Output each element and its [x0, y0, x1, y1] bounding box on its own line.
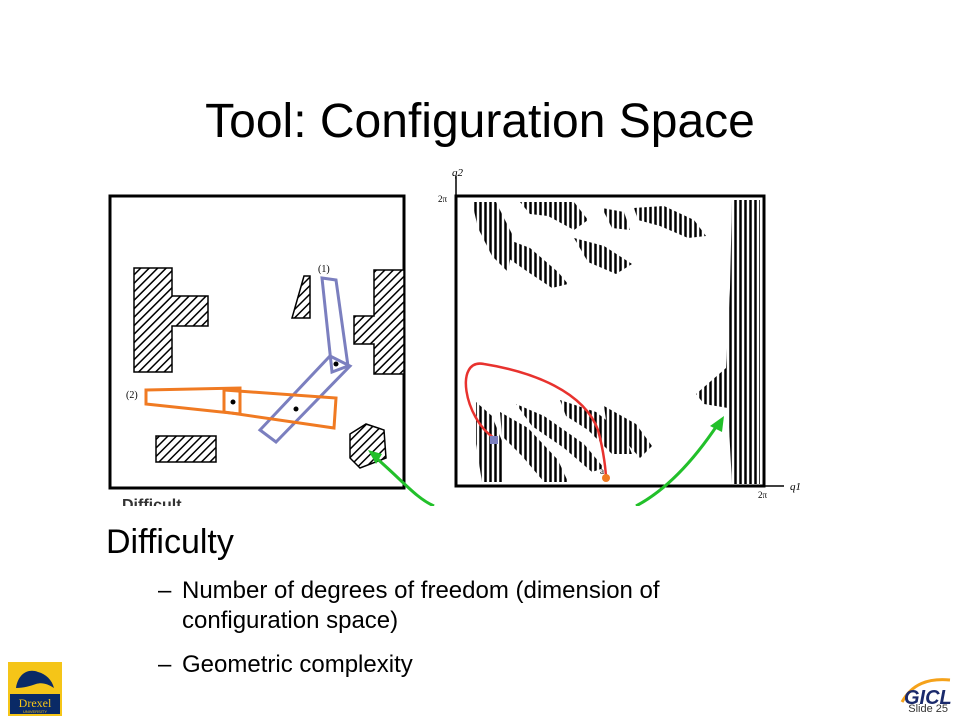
link-label-2: (2): [126, 390, 138, 401]
bullet-dash: –: [158, 577, 172, 604]
cobstacle-11: [604, 406, 652, 458]
green-arrow-line: [373, 454, 435, 506]
q1-axis-label: q1: [790, 481, 801, 493]
joint-dot-2: [293, 406, 299, 412]
planned-path: [464, 362, 608, 481]
cobstacle-5: [634, 206, 706, 238]
green-arrow-line-2: [635, 423, 720, 506]
drexel-sub: UNIVERSITY: [23, 709, 47, 714]
two-pi-right-label: 2π: [758, 490, 768, 500]
configuration-space-figure: (1) (2) Difficult a q2 q1 2π 2π: [108, 168, 801, 506]
cobstacle-6: [602, 208, 630, 230]
point-a-label: a: [600, 466, 604, 476]
obstacle-small-triangle: [291, 275, 311, 319]
green-arrowhead-right: [710, 416, 724, 432]
two-pi-top-label: 2π: [438, 194, 448, 204]
cobstacle-8: [500, 412, 568, 482]
obstacle-lower-bar: [155, 435, 217, 463]
slide-title: Tool: Configuration Space: [205, 95, 755, 148]
bullet-difficulty: Difficulty: [106, 523, 234, 561]
cobstacle-right-wall: [696, 200, 760, 484]
partial-caption: Difficult: [122, 497, 182, 506]
bullet-line: configuration space): [182, 607, 399, 634]
drexel-logo: Drexel UNIVERSITY: [8, 662, 62, 716]
workspace-panel: (1) (2) Difficult: [108, 194, 406, 506]
gicl-wordmark: GICL: [904, 687, 952, 708]
cobstacle-9: [516, 404, 604, 472]
cobstacle-3: [504, 238, 568, 288]
bullet-dash: –: [158, 651, 172, 678]
joint-dot-3: [230, 399, 236, 405]
gicl-logo: GICL: [900, 678, 952, 708]
cobstacle-1: [472, 202, 514, 272]
joint-dot-1: [333, 361, 339, 367]
bullet-line: Number of degrees of freedom (dimension …: [182, 577, 660, 604]
robot-link-orange-2: [222, 388, 338, 430]
robot-link-blue-2: [257, 354, 353, 444]
obstacle-left-t: [133, 267, 209, 373]
drexel-wordmark: Drexel: [19, 696, 52, 710]
cspace-panel: a q2 q1 2π 2π: [438, 168, 801, 500]
cobstacle-2: [520, 202, 588, 230]
bullet-line: Geometric complexity: [182, 651, 413, 678]
obstacle-right-t: [353, 269, 405, 375]
goal-marker: [602, 474, 610, 482]
slide-number: Slide 25: [908, 703, 948, 715]
cobstacle-4: [574, 238, 632, 274]
start-marker: [490, 436, 498, 444]
link-label-1: (1): [318, 264, 330, 275]
q2-axis-label: q2: [452, 168, 464, 179]
green-arrowhead-left: [368, 450, 382, 464]
